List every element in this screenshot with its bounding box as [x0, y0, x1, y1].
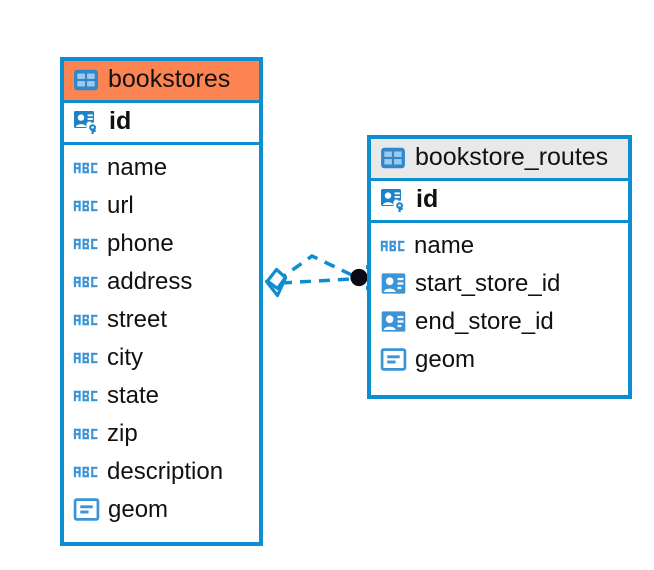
- field-row-state[interactable]: state: [64, 377, 259, 415]
- relationship-line-lower: [280, 277, 353, 285]
- field-row-end-store-id[interactable]: end_store_id: [371, 303, 628, 341]
- field-row-name[interactable]: name: [64, 149, 259, 187]
- abc-text-icon: [73, 390, 98, 401]
- primary-key-label-bookstores: id: [109, 106, 132, 135]
- primary-key-row-bookstore-routes[interactable]: id: [371, 181, 628, 223]
- field-row-street[interactable]: street: [64, 301, 259, 339]
- entity-title-bookstore-routes: bookstore_routes: [415, 143, 609, 171]
- table-icon: [74, 69, 98, 91]
- field-label: city: [107, 343, 143, 371]
- field-label: state: [107, 381, 160, 409]
- field-row-start-store-id[interactable]: start_store_id: [371, 265, 628, 303]
- abc-text-icon: [380, 240, 405, 251]
- field-label: geom: [415, 345, 476, 373]
- field-label: end_store_id: [415, 307, 554, 335]
- abc-text-icon: [73, 238, 98, 249]
- field-row-geom[interactable]: geom: [64, 491, 259, 529]
- geometry-icon: [380, 348, 407, 371]
- field-list-bookstores: name url: [64, 145, 259, 531]
- foreign-key-icon: [381, 311, 406, 332]
- primary-key-row-bookstores[interactable]: id: [64, 103, 259, 145]
- field-label: name: [414, 231, 475, 259]
- foreign-key-icon: [381, 273, 406, 294]
- field-label: name: [107, 153, 168, 181]
- field-row-name[interactable]: name: [371, 227, 628, 265]
- field-row-description[interactable]: description: [64, 453, 259, 491]
- field-row-url[interactable]: url: [64, 187, 259, 225]
- entity-header-bookstores[interactable]: bookstores: [64, 61, 259, 103]
- entity-table-bookstore-routes[interactable]: bookstore_routes id: [367, 135, 632, 399]
- field-label: phone: [107, 229, 174, 257]
- field-row-city[interactable]: city: [64, 339, 259, 377]
- abc-text-icon: [73, 276, 98, 287]
- abc-text-icon: [73, 200, 98, 211]
- field-label: zip: [107, 419, 138, 447]
- abc-text-icon: [73, 466, 98, 477]
- field-label: url: [107, 191, 134, 219]
- abc-text-icon: [73, 352, 98, 363]
- relationship-line-upper: [275, 253, 355, 283]
- abc-text-icon: [73, 428, 98, 439]
- field-row-zip[interactable]: zip: [64, 415, 259, 453]
- entity-header-bookstore-routes[interactable]: bookstore_routes: [371, 139, 628, 181]
- field-label: street: [107, 305, 168, 333]
- field-row-phone[interactable]: phone: [64, 225, 259, 263]
- abc-text-icon: [73, 162, 98, 173]
- field-label: geom: [108, 495, 169, 523]
- field-row-geom[interactable]: geom: [371, 341, 628, 379]
- entity-title-bookstores: bookstores: [108, 65, 231, 93]
- field-label: start_store_id: [415, 269, 561, 297]
- field-list-bookstore-routes: name start_store_id: [371, 223, 628, 381]
- field-row-address[interactable]: address: [64, 263, 259, 301]
- field-label: description: [107, 457, 224, 485]
- abc-text-icon: [73, 314, 98, 325]
- table-icon: [381, 147, 405, 169]
- crows-foot-diamond-marker: [264, 267, 288, 298]
- field-label: address: [107, 267, 193, 295]
- primary-key-icon: [381, 188, 407, 213]
- primary-key-icon: [74, 110, 100, 135]
- geometry-icon: [73, 498, 100, 521]
- primary-key-label-bookstore-routes: id: [416, 184, 439, 213]
- entity-table-bookstores[interactable]: bookstores id: [60, 57, 263, 546]
